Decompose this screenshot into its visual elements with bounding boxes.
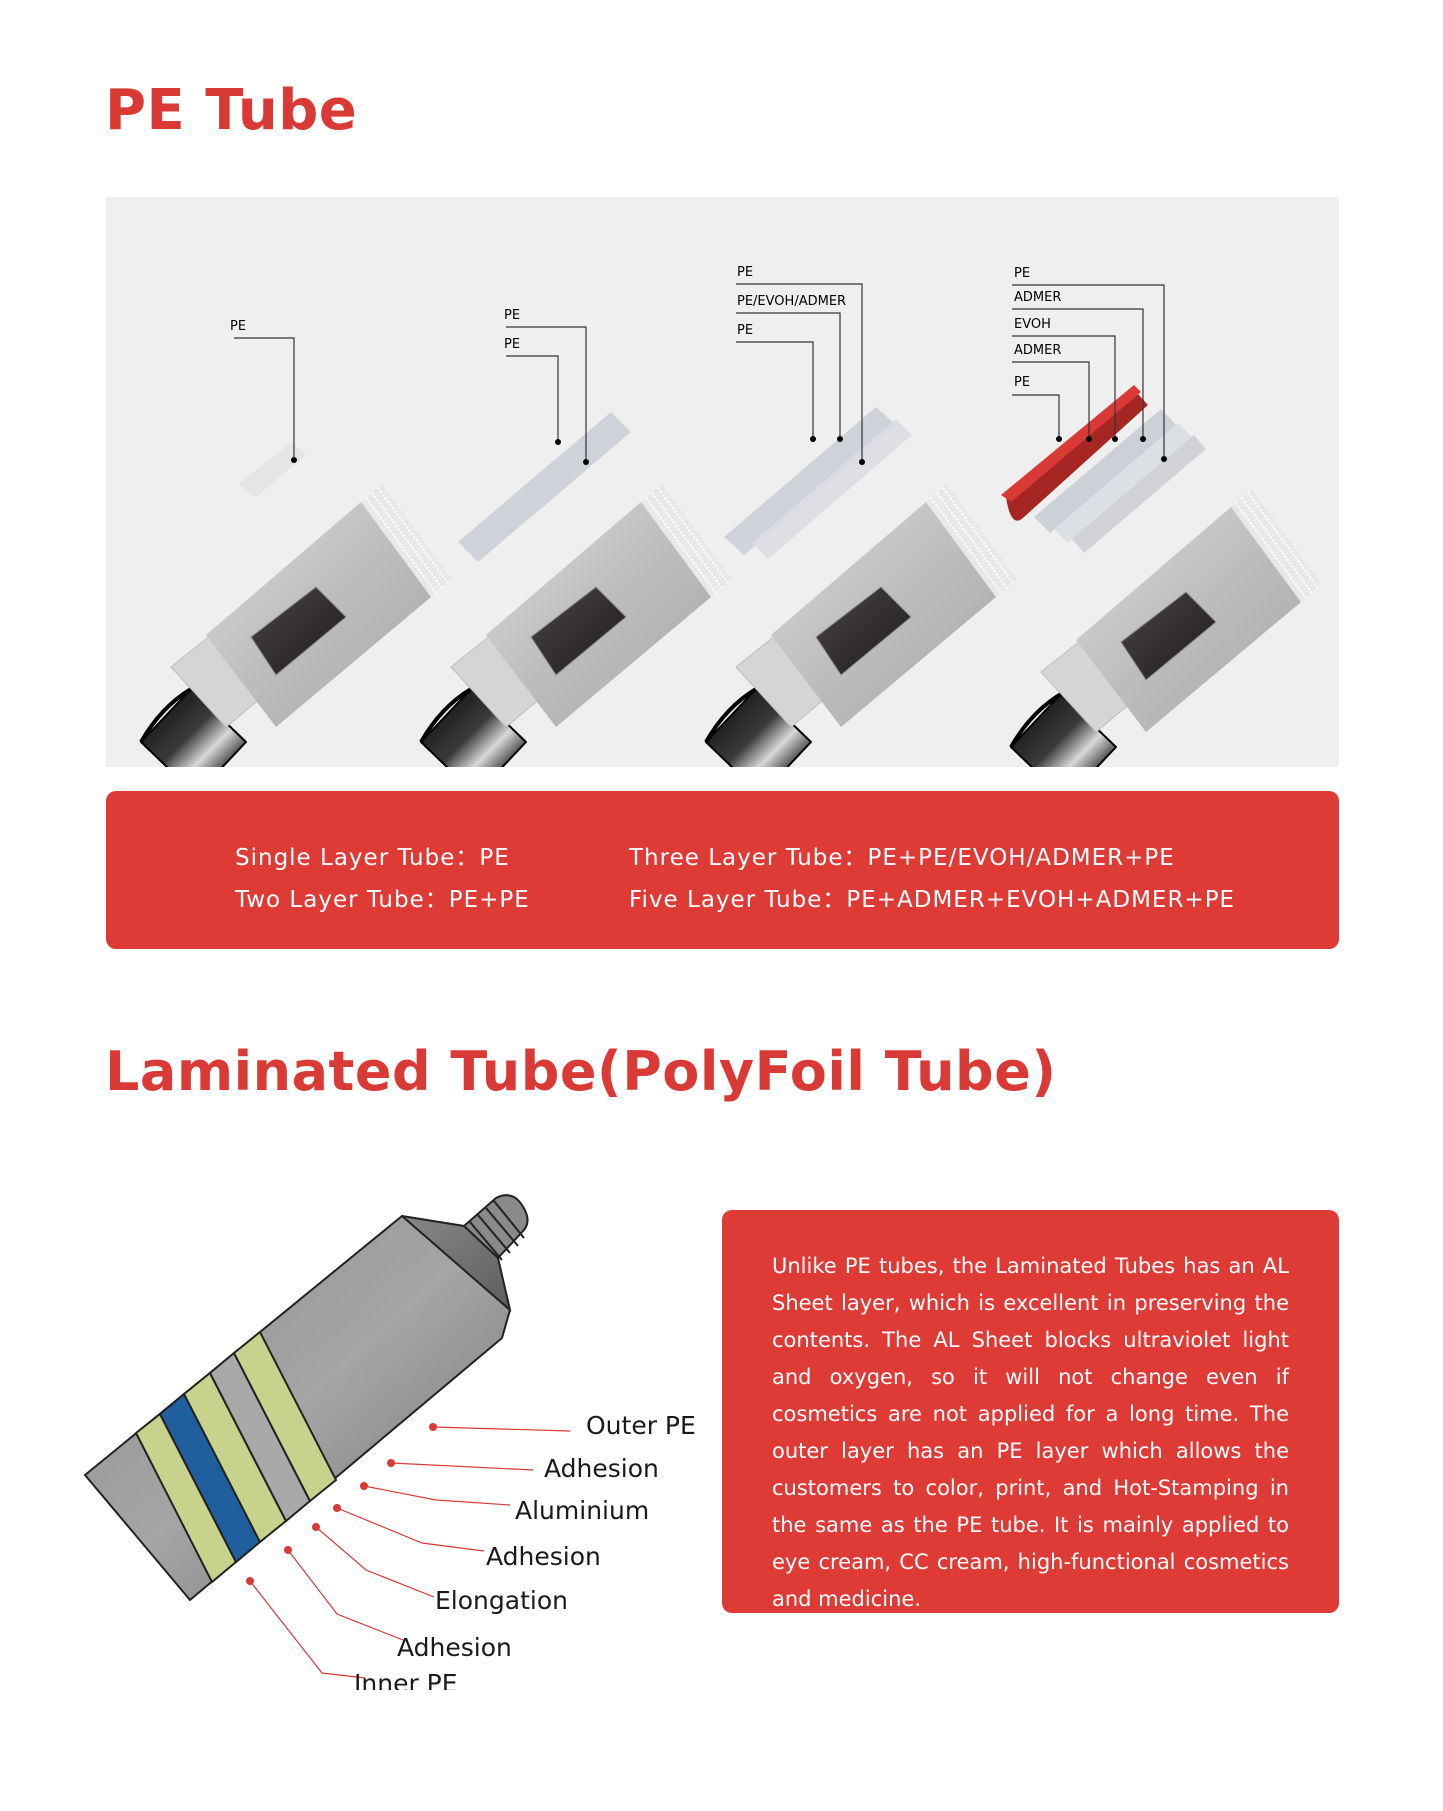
- leader-line: [1012, 308, 1144, 439]
- pe-tube-diagram-panel: PE PE PE PE PE/EVOH/ADMER PE: [106, 197, 1339, 767]
- leader-dot: [1140, 436, 1146, 442]
- tube4-label: ADMER: [1014, 343, 1061, 358]
- single-layer-tube-illustration: [139, 442, 454, 767]
- leader-line: [736, 283, 863, 462]
- leader-dot: [291, 457, 297, 463]
- leader-dot: [1056, 436, 1062, 442]
- tube1-label: PE: [230, 319, 246, 334]
- leader-dot: [859, 459, 865, 465]
- leader-dot: [1161, 456, 1167, 462]
- layer-label-adhesion: Adhesion: [397, 1633, 512, 1662]
- pe-tube-title: PE Tube: [105, 78, 358, 143]
- five-layer-tube-illustration: [1001, 385, 1324, 767]
- single-layer-legend: Single Layer Tube：PE: [235, 845, 510, 871]
- leader-line: [506, 326, 587, 462]
- laminated-description-box: Unlike PE tubes, the Laminated Tubes has…: [722, 1210, 1339, 1613]
- leader-line: [1012, 335, 1116, 439]
- leader-line: [1012, 361, 1090, 439]
- layer-label-aluminium: Aluminium: [515, 1496, 649, 1525]
- layer-label-inner-pe: Inner PE: [354, 1669, 458, 1690]
- three-layer-legend: Three Layer Tube：PE+PE/EVOH/ADMER+PE: [629, 845, 1175, 871]
- leader-dot: [555, 439, 561, 445]
- tube3-label: PE: [737, 265, 753, 280]
- leader-dot: [1086, 436, 1092, 442]
- laminated-tube-svg: Outer PE Adhesion Aluminium Adhesion Elo…: [84, 1194, 696, 1698]
- pe-tube-diagram: PE PE PE PE PE/EVOH/ADMER PE: [139, 265, 1324, 767]
- leader-dot: [810, 436, 816, 442]
- layer-label-adhesion: Adhesion: [544, 1454, 659, 1483]
- laminated-description: Unlike PE tubes, the Laminated Tubes has…: [772, 1254, 1289, 1611]
- tube4-label: PE: [1014, 266, 1030, 281]
- tube-type-legend: Single Layer Tube：PE Two Layer Tube：PE+P…: [106, 791, 1339, 949]
- leader-dot: [837, 436, 843, 442]
- layer-label-outer-pe: Outer PE: [586, 1411, 696, 1440]
- laminated-tube-illustration: [84, 1194, 571, 1679]
- five-layer-legend: Five Layer Tube：PE+ADMER+EVOH+ADMER+PE: [629, 887, 1236, 913]
- leader-line: [506, 355, 559, 442]
- leader-dot: [1112, 436, 1118, 442]
- tube3-label: PE: [737, 323, 753, 338]
- two-layer-legend: Two Layer Tube：PE+PE: [235, 887, 530, 913]
- laminated-tube-title: Laminated Tube(PolyFoil Tube): [105, 1040, 1057, 1103]
- tube4-label: PE: [1014, 375, 1030, 390]
- leader-line: [736, 341, 814, 439]
- leader-line: [234, 337, 295, 460]
- leader-line: [736, 312, 841, 439]
- two-layer-tube-illustration: [419, 412, 734, 767]
- tube2-label: PE: [504, 308, 520, 323]
- layer-label-adhesion: Adhesion: [486, 1542, 601, 1571]
- leader-dot: [583, 459, 589, 465]
- three-layer-tube-illustration: [704, 407, 1019, 767]
- outer-adhesion-band: [232, 1330, 338, 1503]
- tube4-label: ADMER: [1014, 290, 1061, 305]
- layer-label-elongation: Elongation: [435, 1586, 568, 1615]
- tube3-label: PE/EVOH/ADMER: [737, 294, 846, 309]
- tube4-label: EVOH: [1014, 317, 1051, 332]
- tube2-label: PE: [504, 337, 520, 352]
- leader-line: [1012, 394, 1060, 439]
- laminated-tube-diagram: Outer PE Adhesion Aluminium Adhesion Elo…: [60, 1170, 720, 1698]
- leader-line: [1012, 284, 1165, 459]
